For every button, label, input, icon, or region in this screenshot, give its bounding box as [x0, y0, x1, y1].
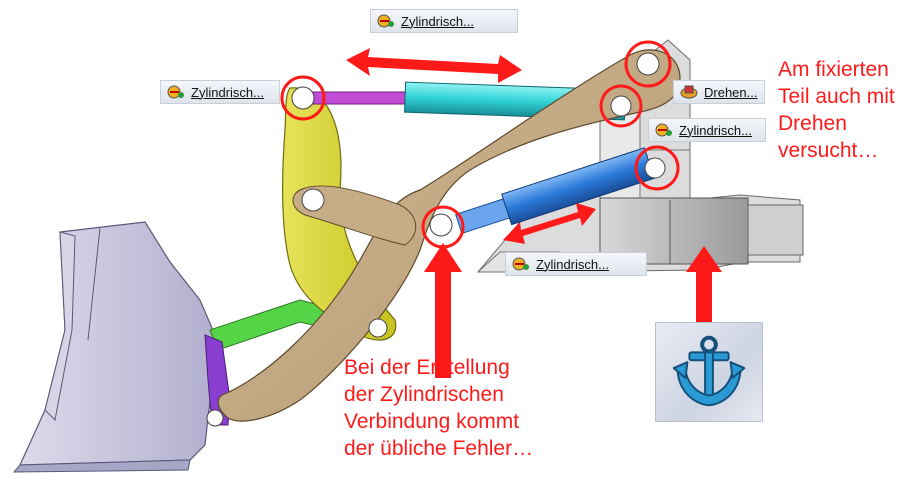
arrows	[346, 48, 722, 378]
arrow-up-right	[686, 246, 722, 325]
constraint-tag-top-label: Zylindrisch...	[401, 13, 474, 29]
note-cylindrical-error: Bei der Erstellung der Zylindrischen Ver…	[344, 354, 533, 462]
constraint-tag-bottom-label: Zylindrisch...	[536, 256, 609, 272]
double-arrow-top	[346, 48, 522, 83]
revolute-icon	[680, 85, 698, 99]
note-line: Verbindung kommt	[344, 410, 520, 433]
note-line: Drehen	[778, 112, 847, 135]
revolute-tag-label: Drehen...	[704, 84, 758, 100]
constraint-icon	[655, 123, 672, 137]
note-line: der übliche Fehler…	[344, 437, 534, 460]
note-line: Am fixierten	[778, 58, 889, 81]
anchor-icon	[672, 335, 746, 407]
constraint-icon	[512, 257, 529, 271]
note-line: Teil auch mit	[778, 85, 895, 108]
note-line: versucht…	[778, 139, 879, 162]
constraint-icon	[167, 85, 184, 99]
constraint-tag-right-label: Zylindrisch...	[679, 122, 752, 138]
constraint-tag-left[interactable]: Zylindrisch...	[160, 80, 280, 104]
note-line: der Zylindrischen	[344, 383, 504, 406]
bucket	[12, 221, 216, 473]
joints	[206, 52, 666, 427]
fix-anchor-button[interactable]	[655, 322, 763, 422]
magenta-rod	[304, 91, 416, 105]
arrow-up-center	[424, 243, 462, 378]
note-line: Bei der Erstellung	[344, 356, 510, 379]
highlight-circles	[280, 40, 680, 249]
revolute-tag[interactable]: Drehen...	[673, 80, 765, 104]
constraint-tag-left-label: Zylindrisch...	[191, 84, 264, 100]
constraint-tag-right[interactable]: Zylindrisch...	[648, 118, 766, 142]
note-fixed-part: Am fixierten Teil auch mit Drehen versuc…	[778, 56, 895, 164]
double-arrow-middle	[503, 203, 596, 244]
constraint-icon	[377, 14, 394, 28]
constraint-tag-top[interactable]: Zylindrisch...	[370, 9, 518, 33]
constraint-tag-bottom[interactable]: Zylindrisch...	[505, 252, 647, 276]
